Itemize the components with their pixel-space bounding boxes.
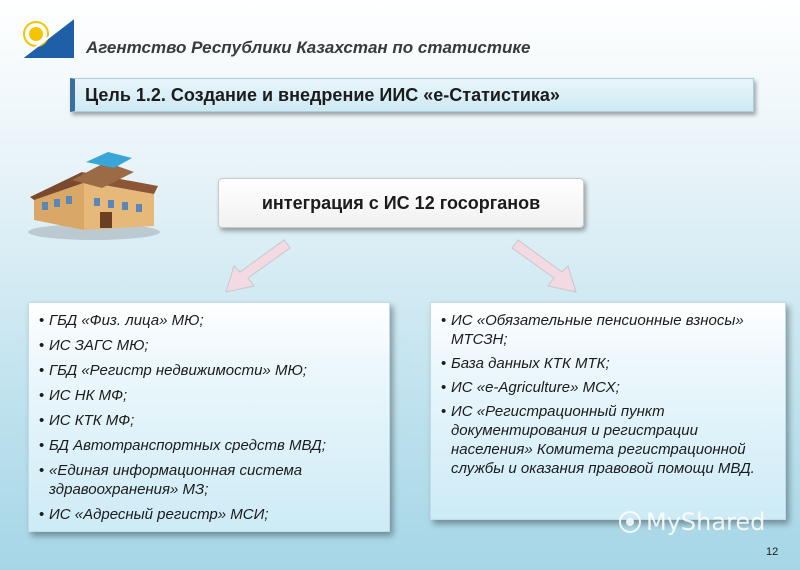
watermark: MyShared bbox=[618, 508, 765, 536]
list-item: ИС «е-Agriculture» МСХ; bbox=[441, 378, 775, 397]
myshared-logo-icon bbox=[619, 511, 641, 533]
watermark-text: MyShared bbox=[646, 508, 766, 536]
list-item: ИС «Обязательные пенсионные взносы» МТСЗ… bbox=[441, 311, 775, 349]
list-item: ИС КТК МФ; bbox=[39, 411, 379, 430]
list-item: БД Автотранспортных средств МВД; bbox=[39, 436, 379, 455]
arrow-down-right-icon bbox=[511, 239, 577, 293]
left-systems-list: ГБД «Физ. лица» МЮ; ИС ЗАГС МЮ; ГБД «Рег… bbox=[29, 303, 389, 524]
right-systems-panel: ИС «Обязательные пенсионные взносы» МТСЗ… bbox=[430, 302, 786, 520]
logo-stripe bbox=[21, 17, 75, 59]
list-item: ИС «Регистрационный пункт документирован… bbox=[441, 402, 775, 478]
list-item: ГБД «Физ. лица» МЮ; bbox=[39, 311, 379, 330]
slide-title: Цель 1.2. Создание и внедрение ИИС «е-Ст… bbox=[85, 85, 560, 105]
list-item: ИС НК МФ; bbox=[39, 386, 379, 405]
integration-label: интеграция с ИС 12 госорганов bbox=[261, 192, 541, 213]
left-systems-panel: ГБД «Физ. лица» МЮ; ИС ЗАГС МЮ; ГБД «Рег… bbox=[28, 302, 390, 532]
agency-logo bbox=[21, 17, 75, 59]
list-item: «Единая информационная система здравоохр… bbox=[39, 461, 379, 499]
list-item: ГБД «Регистр недвижимости» МЮ; bbox=[39, 361, 379, 380]
slide-title-box: Цель 1.2. Создание и внедрение ИИС «е-Ст… bbox=[70, 78, 754, 112]
arrow-down-left-icon bbox=[225, 239, 291, 293]
right-systems-list: ИС «Обязательные пенсионные взносы» МТСЗ… bbox=[431, 303, 785, 478]
list-item: ИС «Адресный регистр» МСИ; bbox=[39, 505, 379, 524]
list-item: База данных КТК МТК; bbox=[441, 354, 775, 373]
agency-name: Агентство Республики Казахстан по статис… bbox=[86, 38, 531, 57]
government-building-icon bbox=[28, 152, 160, 240]
integration-box: интеграция с ИС 12 госорганов bbox=[218, 178, 584, 228]
logo-sun-core bbox=[29, 27, 43, 41]
page-number: 12 bbox=[766, 546, 779, 558]
list-item: ИС ЗАГС МЮ; bbox=[39, 336, 379, 355]
